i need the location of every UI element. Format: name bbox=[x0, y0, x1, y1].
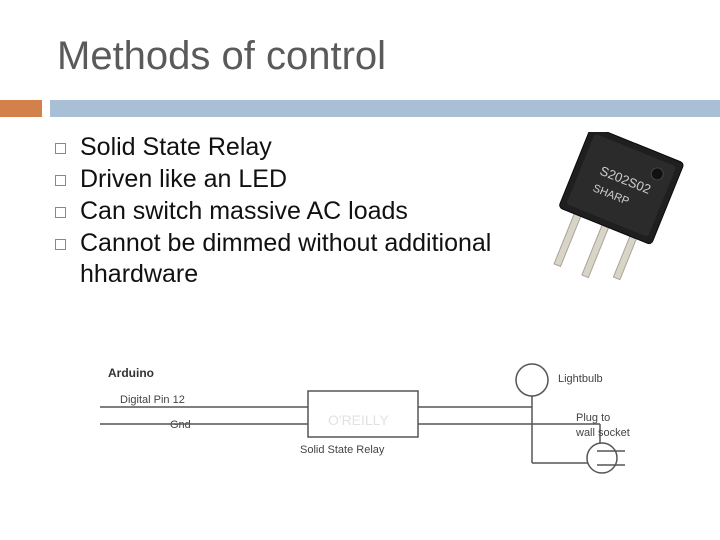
plug-label-line2: wall socket bbox=[575, 427, 630, 439]
lightbulb-icon bbox=[515, 363, 549, 397]
square-bullet-icon bbox=[55, 143, 66, 154]
digital-pin-label: Digital Pin 12 bbox=[120, 394, 185, 406]
bullet-list: Solid State Relay Driven like an LED Can… bbox=[55, 132, 495, 291]
wall-plug-icon bbox=[586, 442, 618, 474]
arduino-label: Arduino bbox=[108, 366, 154, 380]
bullet-item: Solid State Relay bbox=[55, 132, 495, 163]
solid-state-relay-image: S202S02 SHARP bbox=[553, 132, 684, 281]
slide-title: Methods of control bbox=[57, 34, 387, 78]
wiring-diagram: Arduino Digital Pin 12 Gnd O'REILLY Soli… bbox=[100, 363, 630, 474]
relay-face bbox=[567, 134, 676, 237]
relay-label: Solid State Relay bbox=[300, 444, 385, 456]
lightbulb-label: Lightbulb bbox=[558, 373, 603, 385]
watermark-text: O'REILLY bbox=[328, 412, 389, 428]
square-bullet-icon bbox=[55, 175, 66, 186]
bullet-item: Driven like an LED bbox=[55, 164, 495, 195]
bullet-text: Solid State Relay bbox=[80, 133, 272, 161]
square-bullet-icon bbox=[55, 207, 66, 218]
square-bullet-icon bbox=[55, 239, 66, 250]
bullet-text: Driven like an LED bbox=[80, 165, 288, 193]
title-divider-bar bbox=[50, 100, 720, 117]
gnd-label: Gnd bbox=[170, 419, 191, 431]
mounting-hole-icon bbox=[650, 167, 664, 181]
bullet-item: Can switch massive AC loads bbox=[55, 196, 495, 227]
relay-box bbox=[307, 390, 419, 438]
title-accent-bar bbox=[0, 100, 42, 117]
plug-label-line1: Plug to bbox=[576, 412, 610, 424]
bullet-text: Cannot be dimmed without additional hhar… bbox=[80, 229, 492, 288]
bullet-item: Cannot be dimmed without additional hhar… bbox=[55, 228, 495, 290]
bullet-text: Can switch massive AC loads bbox=[80, 197, 408, 225]
